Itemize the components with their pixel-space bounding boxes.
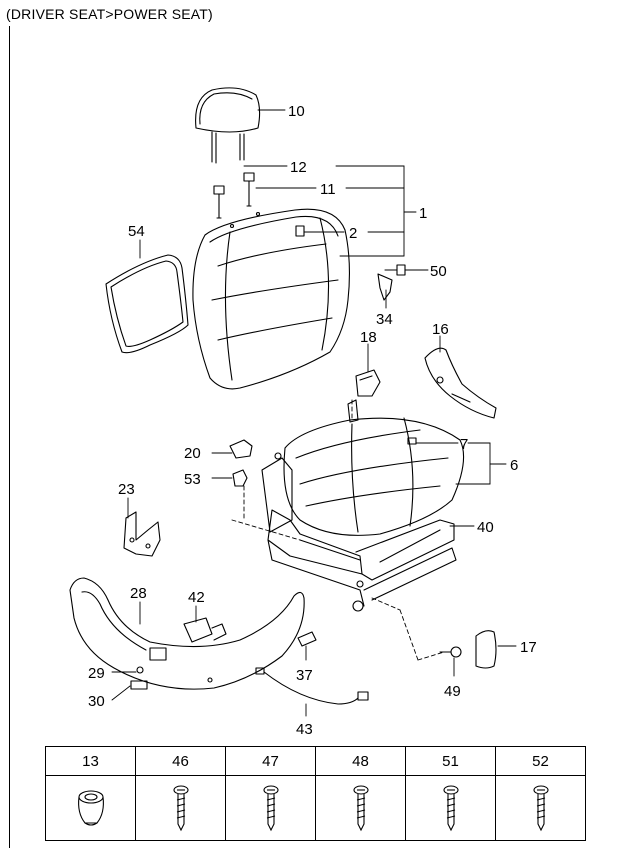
seat-frame-part[interactable] [261, 399, 457, 612]
bracket-part[interactable] [377, 273, 393, 301]
callout-12: 12 [290, 159, 307, 176]
callout-1: 1 [419, 205, 427, 222]
side-shield-part[interactable] [424, 347, 497, 419]
table-header-cell: 48 [315, 746, 406, 776]
callout-11: 11 [320, 181, 336, 198]
table-cell [225, 775, 316, 841]
table-header-cell: 47 [225, 746, 316, 776]
hinge-part[interactable] [123, 511, 161, 557]
callout-10: 10 [288, 103, 305, 120]
frame-border [9, 26, 10, 848]
hardware-parts-table: 13 46 47 48 51 52 [45, 746, 586, 841]
assembly-reference-lines [231, 399, 445, 661]
callout-43: 43 [296, 721, 313, 738]
seatback-part[interactable] [192, 208, 350, 390]
clip-part[interactable] [229, 439, 253, 459]
headrest-part[interactable] [195, 87, 261, 164]
callout-49: 49 [444, 683, 461, 700]
screw-icon[interactable] [526, 782, 556, 834]
table-header-cell: 46 [135, 746, 226, 776]
screw-part[interactable] [136, 666, 144, 674]
callout-37: 37 [296, 667, 313, 684]
callout-54: 54 [128, 223, 145, 240]
callout-7: 7 [460, 436, 468, 453]
cover-part[interactable] [355, 369, 381, 397]
switch-part[interactable] [183, 617, 227, 643]
screw-icon[interactable] [166, 782, 196, 834]
callout-28: 28 [130, 585, 147, 602]
callout-6: 6 [510, 457, 518, 474]
nut-part[interactable] [232, 469, 248, 487]
cover-part-17[interactable] [475, 630, 497, 669]
clip-icon[interactable] [71, 783, 111, 833]
callout-17: 17 [520, 639, 537, 656]
callout-50: 50 [430, 263, 447, 280]
callout-18: 18 [360, 329, 377, 346]
cap-part[interactable] [130, 680, 148, 690]
leader-lines [111, 109, 517, 717]
seatback-board-part[interactable] [105, 254, 189, 354]
table-header-row: 13 46 47 48 51 52 [45, 746, 586, 776]
screw-icon[interactable] [256, 782, 286, 834]
callout-29: 29 [88, 665, 105, 682]
callout-40: 40 [477, 519, 494, 536]
callout-16: 16 [432, 321, 449, 338]
table-header-cell: 51 [405, 746, 496, 776]
harness-part[interactable] [255, 667, 369, 705]
callout-53: 53 [184, 471, 201, 488]
table-cell [315, 775, 406, 841]
table-cell [405, 775, 496, 841]
table-header-cell: 13 [45, 746, 136, 776]
callout-30: 30 [88, 693, 105, 710]
bolt-part-49[interactable] [439, 646, 462, 658]
side-trim-part[interactable] [69, 577, 305, 690]
callout-20: 20 [184, 445, 201, 462]
table-cell [45, 775, 136, 841]
screw-icon[interactable] [436, 782, 466, 834]
screw-icon[interactable] [346, 782, 376, 834]
bolt-part[interactable] [384, 264, 406, 276]
pad-part[interactable] [297, 631, 317, 647]
seat-cushion-part[interactable] [283, 417, 465, 536]
table-cell [495, 775, 586, 841]
page-title: (DRIVER SEAT>POWER SEAT) [6, 6, 213, 22]
table-row [45, 775, 586, 841]
table-cell [135, 775, 226, 841]
callout-42: 42 [188, 589, 205, 606]
callout-2: 2 [349, 225, 357, 242]
callout-34: 34 [376, 311, 393, 328]
table-header-cell: 52 [495, 746, 586, 776]
headrest-guide-part[interactable] [213, 172, 255, 219]
callout-23: 23 [118, 481, 135, 498]
